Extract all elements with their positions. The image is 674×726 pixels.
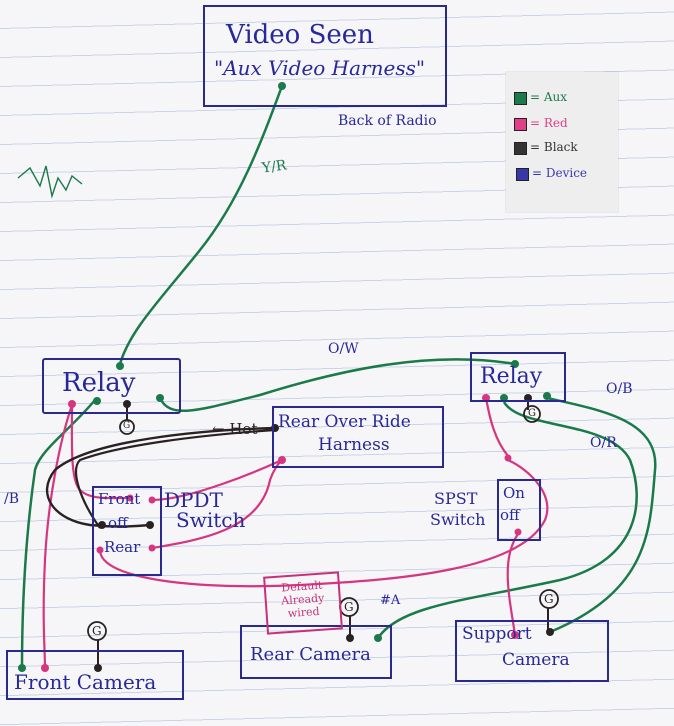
- legend-aux-swatch: [514, 92, 527, 105]
- dot-rear-cam-aux: [374, 634, 382, 642]
- dot-spst-off: [514, 528, 522, 536]
- dpdt-title: DPDT: [164, 488, 223, 512]
- right-relay-label: Relay: [480, 364, 543, 389]
- dot-right-relay-ob: [543, 392, 551, 400]
- ground-symbol-front-camera: [87, 621, 107, 641]
- front-camera-box: [6, 650, 184, 700]
- wire-black-dpdt-off: [75, 428, 276, 529]
- ground-symbol-support-camera: [539, 589, 559, 609]
- dot-dpdt-rear-2: [148, 544, 156, 552]
- wire-red-relay-to-spst: [484, 397, 509, 457]
- dpdt-off-label: off: [108, 514, 128, 532]
- dpdt-switch-box: [92, 486, 162, 576]
- dot-left-relay-in: [116, 362, 124, 370]
- legend-black-swatch: [514, 142, 527, 155]
- dot-dpdt-front-2: [148, 496, 156, 504]
- dot-left-relay-gnd: [123, 400, 131, 408]
- dot-right-relay-in: [511, 360, 519, 368]
- support-camera-line1: Support: [462, 624, 532, 644]
- wire-label-yr: Y/R: [261, 157, 288, 177]
- spst-switch-word: Switch: [430, 510, 486, 529]
- dot-support-gnd: [546, 628, 554, 636]
- dot-harness-red: [278, 456, 286, 464]
- legend-black-label: = Black: [530, 140, 578, 154]
- wire-ow-relay-to-relay: [158, 358, 516, 412]
- wire-or-right-relay-to-rear-camera: [376, 401, 638, 639]
- dot-spst-on: [504, 454, 512, 462]
- ground-label-rear-camera: G: [344, 600, 354, 614]
- wire-red-dpdt-rear-loop: [98, 458, 549, 588]
- wire-red-dpdt-rear-to-harness: [151, 459, 283, 550]
- dot-dpdt-off-2: [146, 521, 154, 529]
- dpdt-rear-label: Rear: [104, 538, 141, 556]
- dot-left-relay-red: [68, 400, 76, 408]
- right-relay-box: [470, 352, 566, 402]
- wire-ob-right-relay-to-support: [546, 396, 657, 634]
- color-legend: = Aux = Red = Black = Device: [506, 72, 618, 212]
- wire-label-ob: O/B: [606, 381, 633, 397]
- rear-camera-box: [240, 625, 392, 679]
- hot-label: ← Hot: [212, 420, 258, 438]
- legend-red-label: = Red: [530, 116, 568, 130]
- dot-radio-aux: [278, 82, 286, 90]
- ground-label-right-relay: G: [528, 408, 536, 419]
- wire-label-or: O/R: [590, 435, 617, 451]
- support-camera-box: [455, 620, 609, 682]
- video-seen-title: Video Seen: [226, 20, 374, 50]
- label-hash-a: #A: [380, 593, 401, 608]
- wire-red-front-camera: [42, 404, 74, 669]
- left-relay-label: Relay: [62, 368, 136, 398]
- dot-dpdt-front: [126, 494, 134, 502]
- dot-front-cam-gnd: [94, 664, 102, 672]
- dot-left-relay-b: [93, 397, 101, 405]
- legend-device-swatch: [516, 168, 529, 181]
- ground-label-left-relay: G: [123, 421, 131, 431]
- ground-symbol-rear-camera: [339, 597, 359, 617]
- dpdt-switch-word: Switch: [176, 508, 246, 532]
- legend-aux-label: = Aux: [530, 90, 568, 104]
- wire-label-ow: O/W: [328, 341, 359, 357]
- ground-symbol-left-relay: [119, 419, 135, 435]
- ground-label-support-camera: G: [544, 592, 554, 606]
- dot-front-cam-aux: [18, 664, 26, 672]
- wire-label-b: /B: [4, 491, 20, 507]
- wire-yr-radio-to-left-relay: [118, 85, 284, 365]
- wire-b-left-relay-to-front-camera: [20, 399, 96, 669]
- spst-off-label: off: [500, 506, 520, 524]
- ground-label-front-camera: G: [92, 624, 102, 638]
- support-camera-line2: Camera: [502, 650, 570, 670]
- rear-override-harness-box: [272, 406, 444, 468]
- rear-override-label: Rear Over Ride: [278, 412, 411, 432]
- video-seen-box: [203, 5, 447, 107]
- ground-symbol-right-relay: [523, 405, 541, 423]
- spst-title: SPST: [434, 489, 478, 508]
- dot-front-cam-red: [41, 664, 49, 672]
- test-squiggle: [17, 165, 83, 199]
- rear-camera-label: Rear Camera: [250, 644, 371, 665]
- back-of-radio-label: Back of Radio: [338, 113, 437, 129]
- front-camera-label: Front Camera: [14, 670, 157, 694]
- dot-rear-cam-gnd: [346, 634, 354, 642]
- aux-video-harness-label: "Aux Video Harness": [214, 56, 426, 80]
- dot-dpdt-off-1: [98, 521, 106, 529]
- dot-dpdt-rear-1: [96, 546, 104, 554]
- spst-switch-box: [497, 479, 541, 541]
- legend-red-swatch: [514, 118, 527, 131]
- default-already-wired-note: Default Already wired: [263, 571, 343, 635]
- left-relay-box: [42, 358, 181, 414]
- wire-hot-dpdt-loop: [45, 426, 276, 528]
- spst-on-label: On: [503, 484, 525, 502]
- wire-red-spst-to-support: [506, 533, 519, 636]
- wire-red-relay-to-dpdt-front: [70, 404, 131, 500]
- dot-left-relay-ow: [156, 394, 164, 402]
- legend-device-label: = Device: [532, 166, 588, 180]
- dpdt-front-label: Front: [98, 490, 141, 508]
- harness-label: Harness: [318, 435, 390, 455]
- dot-support-red: [511, 631, 519, 639]
